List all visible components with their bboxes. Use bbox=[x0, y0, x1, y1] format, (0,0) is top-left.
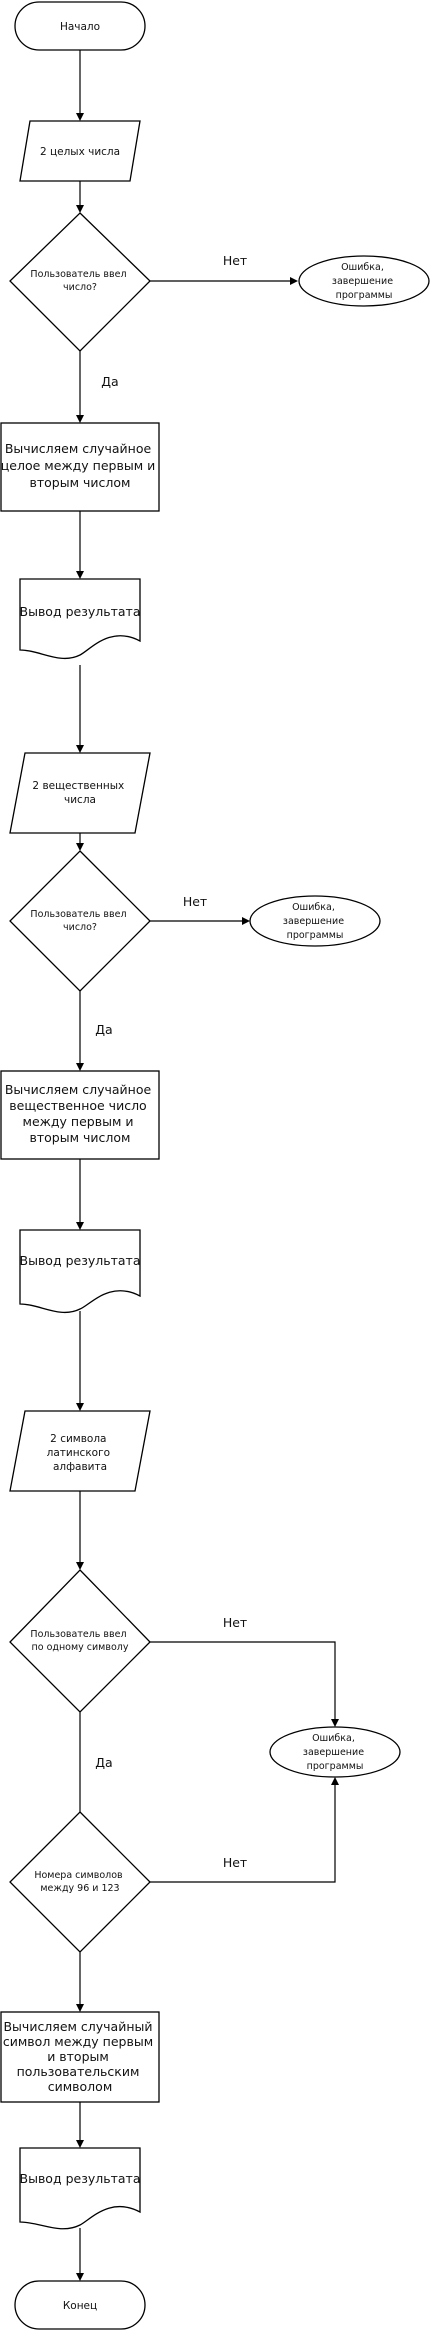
output-1: Вывод результата bbox=[19, 578, 141, 660]
svg-text:Пользователь ввел число?: Пользователь ввел число? bbox=[30, 909, 129, 933]
end-label: Конец bbox=[63, 2300, 97, 2312]
output-3: Вывод результата bbox=[19, 2147, 141, 2230]
yes-label-2: Да bbox=[95, 1022, 112, 1037]
yes-label-3: Да bbox=[95, 1755, 112, 1770]
output-1-label: Вывод результата bbox=[20, 604, 141, 619]
input-ints: 2 целых числа bbox=[19, 120, 141, 182]
svg-text:Вычисляем случайный симв: Вычисляем случайный символ между первым … bbox=[3, 2019, 157, 2094]
process-real: Вычисляем случайное вещественное число м… bbox=[0, 1070, 160, 1160]
process-int: Вычисляем случайное целое между первым и… bbox=[0, 422, 160, 512]
svg-text:Пользователь ввел число?: Пользователь ввел число? bbox=[30, 269, 129, 293]
decision-one-char: Пользователь ввел по одному символу bbox=[9, 1569, 151, 1713]
start-label: Начало bbox=[60, 21, 100, 33]
svg-text:2 вещественных числа: 2 вещественных числа bbox=[32, 780, 127, 806]
start-node: Начало bbox=[14, 1, 146, 51]
decision-number-1: Пользователь ввел число? bbox=[9, 212, 151, 352]
decision-number-1-line-2: число? bbox=[63, 282, 97, 293]
svg-text:Вычисляем случайное веще: Вычисляем случайное вещественное число м… bbox=[5, 1082, 155, 1145]
svg-text:Ошибка, завершение: Ошибка, завершение программы bbox=[303, 1733, 367, 1772]
decision-number-2: Пользователь ввел число? bbox=[9, 850, 151, 992]
end-node: Конец bbox=[14, 2280, 146, 2330]
svg-text:Вычисляем случайное цело: Вычисляем случайное целое между первым и… bbox=[1, 441, 159, 490]
input-chars: 2 символа латинского алфавита bbox=[9, 1410, 151, 1492]
svg-text:Ошибка, завершение: Ошибка, завершение программы bbox=[283, 902, 347, 941]
output-2: Вывод результата bbox=[19, 1229, 141, 1314]
no-label-1: Нет bbox=[223, 253, 247, 268]
svg-text:2 символа латинского: 2 символа латинского алфавита bbox=[47, 1433, 114, 1473]
no-label-3: Нет bbox=[223, 1615, 247, 1630]
no-label-4: Нет bbox=[223, 1855, 247, 1870]
svg-text:Ошибка, завершение: Ошибка, завершение программы bbox=[332, 262, 396, 301]
svg-text:Пользователь ввел по одн: Пользователь ввел по одному символу bbox=[30, 1629, 129, 1653]
error-node-1: Ошибка, завершение программы bbox=[298, 255, 430, 307]
error-node-2: Ошибка, завершение программы bbox=[249, 895, 381, 947]
svg-text:Номера символов между 96: Номера символов между 96 и 123 bbox=[34, 1870, 125, 1894]
decision-number-1-line-1: Пользователь ввел bbox=[30, 269, 126, 280]
process-char: Вычисляем случайный символ между первым … bbox=[0, 2011, 160, 2103]
output-2-label: Вывод результата bbox=[20, 1253, 141, 1268]
error-node-3: Ошибка, завершение программы bbox=[269, 1726, 401, 1778]
decision-char-range: Номера символов между 96 и 123 bbox=[9, 1811, 151, 1953]
yes-label-1: Да bbox=[101, 374, 118, 389]
input-ints-label: 2 целых числа bbox=[40, 146, 120, 158]
input-reals: 2 вещественных числа bbox=[9, 752, 151, 834]
output-3-label: Вывод результата bbox=[20, 2171, 141, 2186]
no-label-2: Нет bbox=[183, 894, 207, 909]
